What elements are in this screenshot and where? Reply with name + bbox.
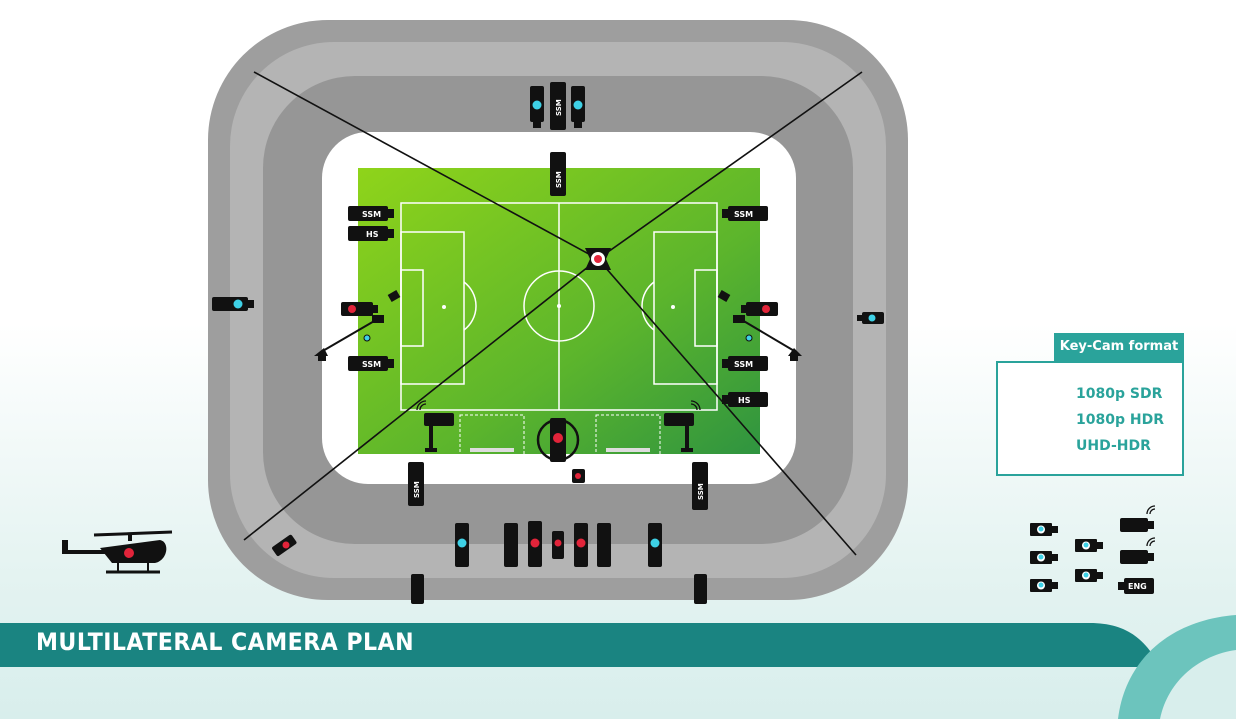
legend-item-sdr: 1080p SDR <box>1016 384 1184 406</box>
legend-item-uhd: UHD-HDR <box>1016 436 1184 458</box>
ssm-label: SSM <box>734 360 753 369</box>
camera-ssm-top: SSM <box>550 152 566 196</box>
camera-stand-left <box>212 297 254 311</box>
camera-type-icons: ENG <box>1030 505 1156 594</box>
eng-label: ENG <box>1128 582 1147 591</box>
camera-right-uhd <box>741 302 778 316</box>
page-title: MULTILATERAL CAMERA PLAN <box>36 628 415 656</box>
wireless-camera-icon <box>1120 505 1156 532</box>
spidercam-icon <box>585 248 611 270</box>
legend-label: UHD-HDR <box>1076 438 1151 454</box>
wireless-camera-icon <box>416 400 454 452</box>
title-banner <box>0 615 1236 719</box>
camera-hs-left: HS <box>348 226 394 241</box>
ssm-label: SSM <box>555 99 563 116</box>
camera-cluster-top: SSM <box>530 82 585 130</box>
legend-label: 1080p SDR <box>1076 386 1163 402</box>
camera-ssm-bottom-left: SSM <box>408 462 424 506</box>
ssm-label: SSM <box>362 360 381 369</box>
eng-camera-icon: ENG <box>1118 578 1154 594</box>
camera-stand-bottom-left <box>272 534 297 557</box>
ssm-label: SSM <box>362 210 381 219</box>
ssm-label: SSM <box>555 171 563 188</box>
camera-ssm-right-top: SSM <box>722 206 768 221</box>
ssm-label: SSM <box>697 483 705 500</box>
camera-ssm-left-top: SSM <box>348 206 394 221</box>
legend-item-hdr: 1080p HDR <box>1016 410 1184 432</box>
camera-stand-right <box>857 312 884 324</box>
legend-label: 1080p HDR <box>1076 412 1164 428</box>
rail-camera-icon <box>536 418 580 462</box>
pitch <box>358 168 760 458</box>
camera-hs-right: HS <box>722 392 768 407</box>
spidercam-cables <box>243 71 863 556</box>
crane-camera-icon <box>717 290 802 361</box>
helicopter-icon <box>62 530 173 574</box>
camera-left-uhd <box>341 302 378 316</box>
ssm-label: SSM <box>734 210 753 219</box>
wireless-camera-icon <box>664 400 701 452</box>
camera-ssm-left-bottom: SSM <box>348 356 394 371</box>
wireless-camera-icon <box>1120 537 1156 564</box>
hs-label: HS <box>366 230 379 239</box>
camera-ssm-bottom-right: SSM <box>692 462 708 510</box>
key-cam-legend: 1080p SDR 1080p HDR UHD-HDR <box>996 361 1184 476</box>
hs-label: HS <box>738 396 751 405</box>
camera-ssm-right-bottom: SSM <box>722 356 768 371</box>
ssm-label: SSM <box>413 481 421 498</box>
legend-title: Key-Cam format <box>1054 333 1184 361</box>
camera-cluster-bottom <box>411 521 707 604</box>
crane-camera-icon <box>314 290 401 361</box>
camera-low-center <box>572 469 585 483</box>
